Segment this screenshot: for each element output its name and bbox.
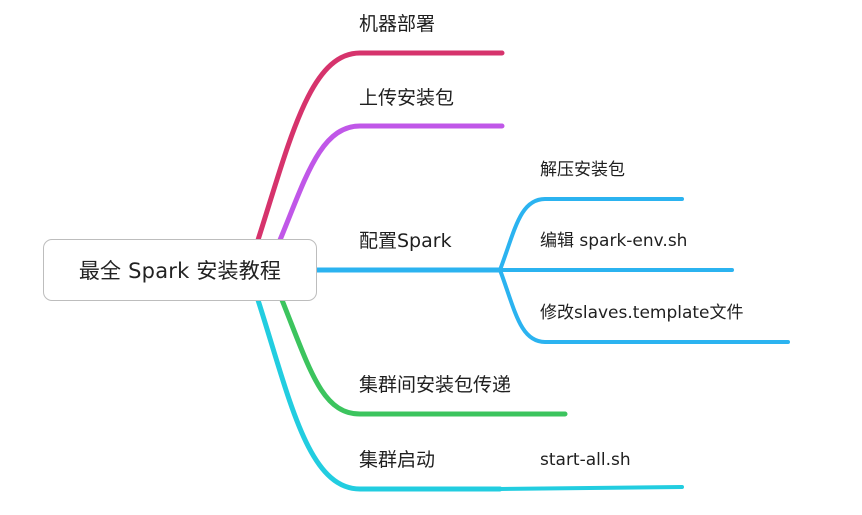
child-label-start-all[interactable]: start-all.sh [540,450,631,470]
root-node[interactable]: 最全 Spark 安装教程 [43,239,317,301]
child-connector-unzip [498,197,684,272]
branch-connector-cluster-start [255,297,503,492]
branch-label-cluster-start[interactable]: 集群启动 [359,449,436,471]
branch-label-distribute-package[interactable]: 集群间安装包传递 [359,374,512,396]
child-label-unzip[interactable]: 解压安装包 [540,160,625,180]
root-label: 最全 Spark 安装教程 [78,259,282,283]
child-connector-edit-slaves [498,268,790,344]
branch-connector-machine-deploy [255,50,505,243]
branch-label-machine-deploy[interactable]: 机器部署 [359,13,436,35]
child-label-edit-env[interactable]: 编辑 spark-env.sh [540,231,688,251]
child-connector-start-all [498,485,684,491]
branch-label-upload-package[interactable]: 上传安装包 [359,87,455,109]
child-label-edit-slaves[interactable]: 修改slaves.template文件 [540,303,744,323]
branch-label-configure-spark[interactable]: 配置Spark [359,230,452,252]
branch-connector-distribute-package [279,297,568,417]
branch-connector-upload-package [277,123,505,243]
